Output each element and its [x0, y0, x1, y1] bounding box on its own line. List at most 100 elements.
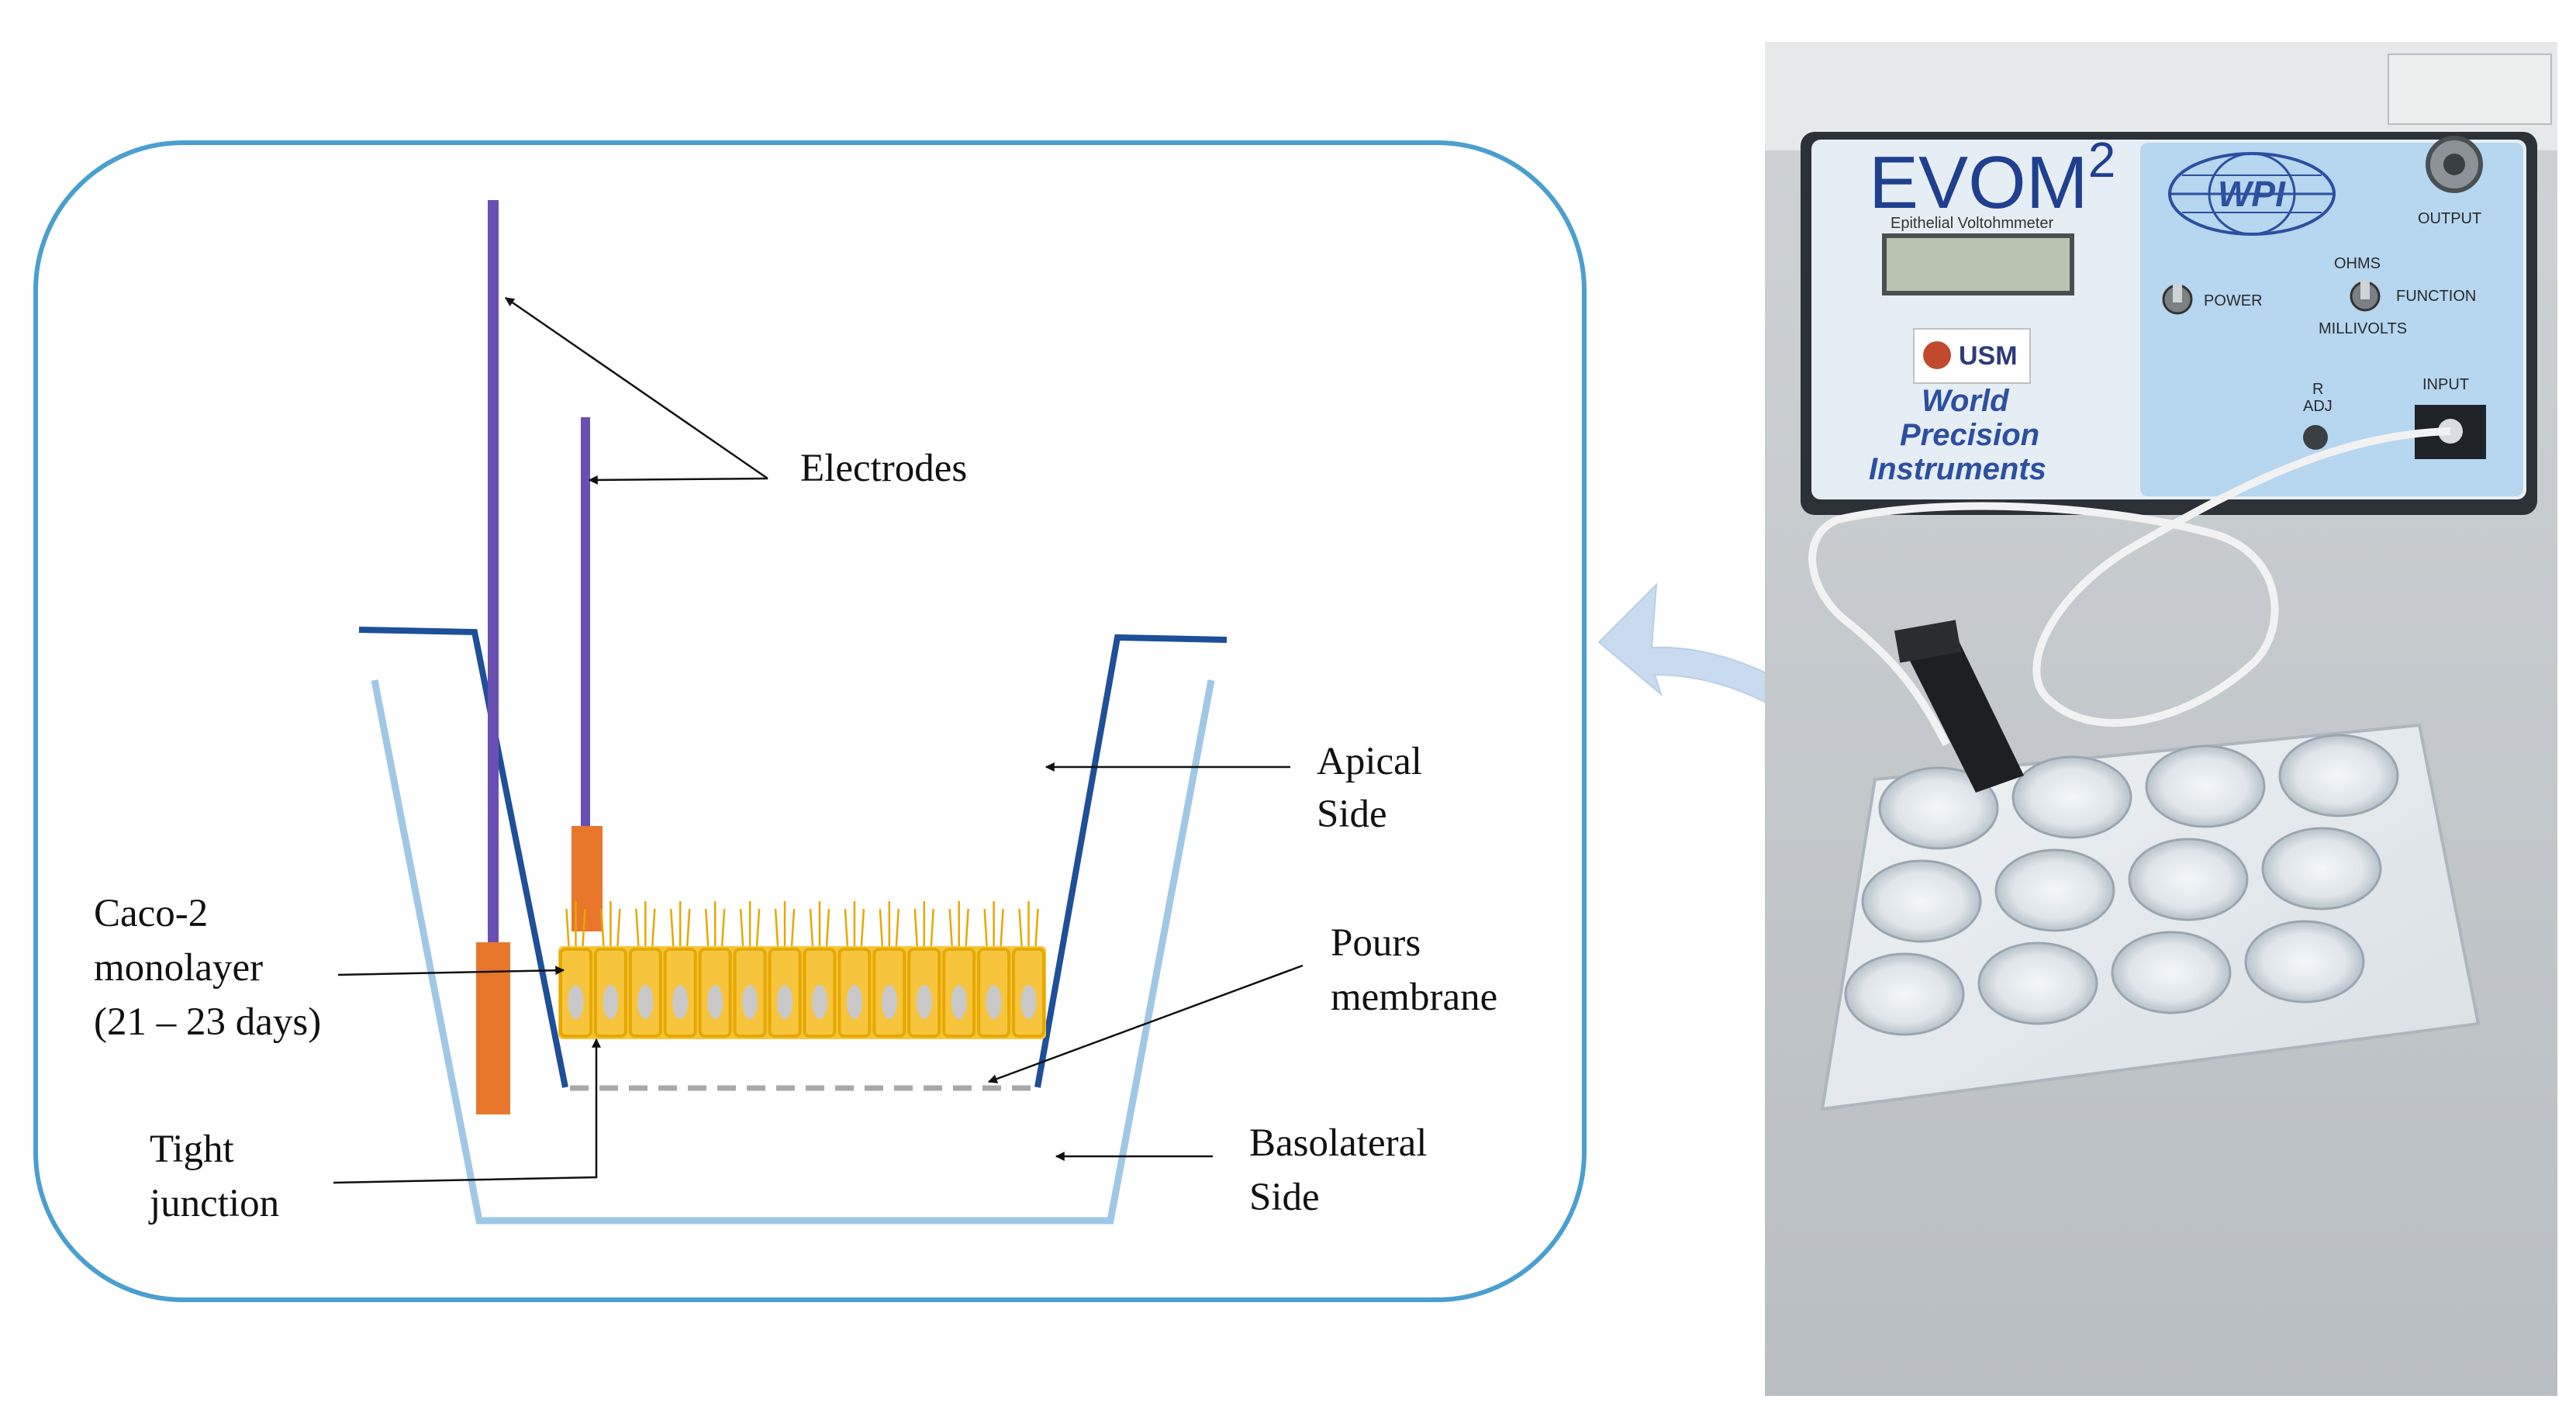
insert-wall-right	[1034, 634, 1228, 1088]
plate-well	[2278, 734, 2399, 817]
cell-nucleus	[881, 985, 897, 1019]
cell-nucleus	[1020, 985, 1037, 1019]
plate-well	[2111, 931, 2232, 1014]
pours-arrow	[987, 964, 1304, 1083]
label-pours-1: Pours	[1331, 921, 1421, 965]
output-connector-core	[2443, 154, 2465, 175]
cell-nucleus	[603, 985, 619, 1019]
plate-well	[2261, 827, 2382, 910]
microvillus	[651, 908, 656, 947]
caco-leader	[337, 966, 565, 976]
label-basolateral-2: Side	[1249, 1176, 1320, 1219]
microvillus	[774, 908, 779, 947]
plate-well	[2244, 920, 2365, 1004]
microvillus	[565, 908, 570, 947]
cell-nucleus	[811, 985, 827, 1019]
label-electrodes: Electrodes	[800, 447, 967, 490]
microvillus	[983, 908, 988, 947]
radj-knob-icon	[2303, 425, 2328, 450]
outer-well	[371, 679, 1215, 1225]
label-tight-2: junction	[148, 1182, 279, 1225]
microvillus	[790, 908, 796, 947]
microvillus	[600, 908, 605, 947]
insert-wall-left	[358, 627, 568, 1088]
millivolts-label: MILLIVOLTS	[2319, 320, 2407, 337]
power-label: POWER	[2204, 292, 2263, 309]
electrode-long	[476, 200, 510, 1114]
electrodes-arrow-short	[588, 475, 768, 485]
output-label: OUTPUT	[2418, 210, 2481, 227]
plate-well	[1878, 766, 1999, 850]
label-caco-3: (21 – 23 days)	[94, 1000, 321, 1044]
microvillus	[704, 908, 710, 947]
cell-nucleus	[951, 985, 967, 1019]
microvillus	[670, 908, 675, 947]
microvillus	[860, 908, 865, 947]
plate-well	[1844, 952, 1965, 1036]
microvillus	[582, 908, 586, 947]
usm-text: USM	[1959, 341, 2018, 371]
cell-nucleus	[916, 985, 932, 1019]
microvillus	[1018, 908, 1023, 947]
wpi-logo-text: WPI	[2218, 174, 2286, 214]
plate-wells	[1844, 734, 2399, 1036]
white-cable	[1808, 427, 2451, 747]
plate-well	[2011, 755, 2132, 839]
cell-nucleus	[986, 985, 1002, 1019]
cell-nucleus	[568, 985, 584, 1019]
microvillus	[913, 908, 919, 947]
plate-well	[2128, 838, 2249, 921]
evom-photo: EVOM2 Epithelial Voltohmmeter USM World …	[1765, 42, 2557, 1396]
diagram-panel-border	[33, 140, 1587, 1302]
microvillus	[635, 908, 640, 947]
evom-subtitle: Epithelial Voltohmmeter	[1891, 215, 2053, 232]
microvillus	[930, 908, 934, 947]
cell-nucleus	[846, 985, 862, 1019]
microvillus	[1034, 908, 1039, 947]
microvillus	[844, 908, 849, 947]
cell-nucleus	[637, 985, 654, 1019]
radj-label-2: ADJ	[2303, 398, 2333, 415]
power-toggle-lever	[2173, 284, 2182, 302]
evom-brand: EVOM2	[1869, 132, 2115, 224]
label-apical-2: Side	[1317, 793, 1387, 836]
tee-schematic: Electrodes Apical Side Caco-2 monolayer …	[33, 140, 1587, 1302]
input-label: INPUT	[2422, 376, 2469, 393]
plate-well	[2145, 745, 2266, 828]
cell-nucleus	[707, 985, 723, 1019]
function-label: FUNCTION	[2396, 288, 2476, 305]
label-pours-2: membrane	[1331, 976, 1497, 1019]
lcd-display	[1882, 233, 2074, 295]
microvillus	[948, 908, 953, 947]
plate-well	[1977, 941, 2098, 1025]
microvillus	[965, 908, 969, 947]
top-right-items	[2388, 54, 2552, 125]
caco2-monolayer	[558, 901, 1046, 1039]
label-basolateral-1: Basolateral	[1249, 1121, 1427, 1165]
maker-line-1: World	[1922, 384, 2010, 418]
label-caco-2: monolayer	[94, 946, 263, 990]
ohms-label: OHMS	[2334, 255, 2381, 272]
label-apical-1: Apical	[1317, 740, 1422, 783]
usm-crest-icon	[1923, 341, 1951, 369]
microvillus	[685, 908, 691, 947]
microvillus	[879, 908, 884, 947]
microvillus	[755, 908, 761, 947]
function-toggle-lever	[2360, 281, 2370, 299]
maker-line-2: Precision	[1900, 418, 2039, 452]
cell-nucleus	[672, 985, 689, 1019]
wpi-globe-icon: WPI	[2168, 152, 2336, 236]
cell-nucleus	[742, 985, 758, 1019]
electrode-short	[571, 417, 603, 931]
tight-junction-leader	[333, 1038, 601, 1184]
microvillus	[616, 908, 621, 947]
microvillus	[825, 908, 830, 947]
electrode-handle	[1894, 620, 1962, 663]
maker-line-3: Instruments	[1869, 452, 2046, 486]
electrodes-arrow-long	[505, 296, 768, 480]
chopstick-electrode	[1901, 631, 2024, 793]
label-tight-1: Tight	[150, 1128, 234, 1171]
label-caco-1: Caco-2	[94, 892, 208, 935]
plate-well	[1994, 848, 2115, 932]
